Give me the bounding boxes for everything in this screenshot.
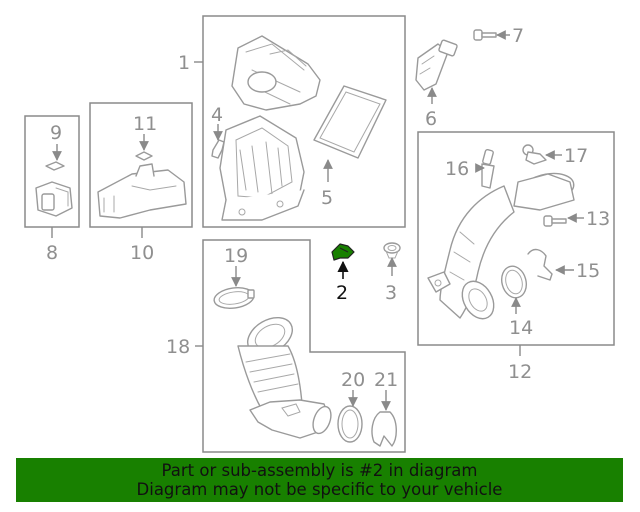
callout-7[interactable]: 7 <box>512 25 524 47</box>
callout-19[interactable]: 19 <box>224 245 248 267</box>
callout-4[interactable]: 4 <box>211 104 223 126</box>
callout-9[interactable]: 9 <box>50 122 62 144</box>
wire-bracket-part-15 <box>527 248 553 281</box>
bracket-part-8 <box>35 181 73 217</box>
callout-16[interactable]: 16 <box>445 158 469 180</box>
sensor-part-16 <box>481 148 495 189</box>
callout-14[interactable]: 14 <box>509 317 533 339</box>
callout-2-highlighted[interactable]: 2 <box>336 282 348 304</box>
air-cleaner-upper-housing <box>231 35 321 111</box>
group-box-intake-hose <box>202 239 406 453</box>
outlet-duct <box>427 172 575 320</box>
mass-air-flow-sensor <box>415 39 458 91</box>
air-cleaner-lower-housing <box>219 115 305 221</box>
banner-line-2: Diagram may not be specific to your vehi… <box>136 480 503 499</box>
callout-13[interactable]: 13 <box>586 208 610 230</box>
bolt-part-13 <box>543 215 567 227</box>
callout-labels: 1 2 3 4 5 6 7 8 9 10 11 12 13 14 15 16 1… <box>46 25 610 391</box>
parts-diagram: 1 2 3 4 5 6 7 8 9 10 11 12 13 14 15 16 1… <box>24 15 615 453</box>
grommet-part-3 <box>383 242 401 259</box>
group-box-inlet-duct <box>89 102 193 228</box>
clamp-part-19 <box>213 287 255 309</box>
callout-18[interactable]: 18 <box>166 336 190 358</box>
leader-lines <box>51 30 584 411</box>
callout-6[interactable]: 6 <box>425 108 437 130</box>
callout-15[interactable]: 15 <box>576 260 600 282</box>
clip-part-11 <box>135 151 153 161</box>
info-banner: Part or sub-assembly is #2 in diagram Di… <box>16 458 623 502</box>
callout-1[interactable]: 1 <box>178 52 190 74</box>
clamp-part-21 <box>371 411 397 447</box>
banner-line-1: Part or sub-assembly is #2 in diagram <box>161 461 478 480</box>
callout-3[interactable]: 3 <box>385 282 397 304</box>
callout-21[interactable]: 21 <box>374 369 398 391</box>
seal-ring-part-20 <box>337 405 363 443</box>
intake-hose <box>237 316 332 439</box>
clamp-ring-part-14 <box>500 265 528 299</box>
callout-8[interactable]: 8 <box>46 242 58 264</box>
inlet-duct <box>97 163 187 219</box>
sensor-part-17 <box>522 144 547 165</box>
air-filter-element <box>313 85 387 159</box>
callout-10[interactable]: 10 <box>130 242 154 264</box>
clip-part-9 <box>45 161 65 171</box>
callout-11[interactable]: 11 <box>133 113 157 135</box>
callout-17[interactable]: 17 <box>564 145 588 167</box>
group-box-air-cleaner <box>202 15 406 228</box>
callout-12[interactable]: 12 <box>508 361 532 383</box>
callout-20[interactable]: 20 <box>341 369 365 391</box>
highlighted-part-2 <box>331 243 355 261</box>
screw-part-7 <box>473 29 497 41</box>
callout-5[interactable]: 5 <box>321 187 333 209</box>
group-box-outlet-duct <box>417 131 615 346</box>
